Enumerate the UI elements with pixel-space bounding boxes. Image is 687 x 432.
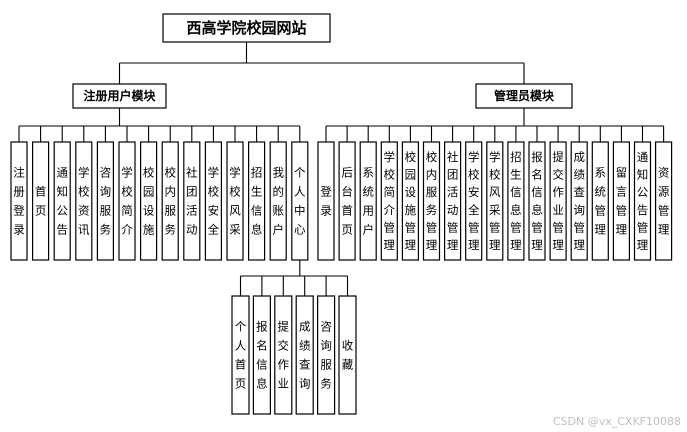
admin-item-label: 系统用户: [362, 166, 374, 237]
user-item-box: [183, 141, 201, 261]
user-item-label: 学校资讯: [78, 166, 90, 237]
personal-item-label: 咨询服务: [320, 320, 332, 391]
admin-item-box: [507, 141, 525, 261]
user-item-label: 校园设施: [143, 166, 155, 237]
user-item-label: 学校安全: [208, 166, 220, 237]
admin-item-box: [359, 141, 377, 261]
user-item-box: [226, 141, 244, 261]
admin-item-box: [654, 141, 673, 261]
user-item-box: [75, 141, 93, 261]
admin-item-box: [528, 141, 546, 261]
admin-module-box: [475, 83, 573, 109]
user-item-label: 学校简介: [121, 166, 133, 237]
user-module-title: 注册用户模块: [83, 88, 156, 103]
personal-item-box: [231, 295, 250, 415]
user-item-label: 社团活动: [186, 166, 198, 237]
personal-item-box: [252, 295, 271, 415]
admin-item-box: [401, 141, 419, 261]
personal-item-box: [295, 295, 314, 415]
admin-item-label: 社团活动管理: [447, 150, 459, 252]
admin-module-title: 管理员模块: [494, 88, 555, 103]
admin-item-label: 招生信息管理: [510, 150, 522, 252]
user-module-box: [72, 83, 167, 109]
personal-item-label: 收藏: [342, 339, 354, 372]
user-item-box: [140, 141, 158, 261]
admin-item-label: 提交作业管理: [552, 150, 564, 252]
user-item-label: 学校风采: [229, 166, 241, 237]
user-item-box: [204, 141, 222, 261]
user-item-label: 咨询服务: [100, 166, 112, 237]
personal-item-box: [274, 295, 293, 415]
admin-item-box: [633, 141, 652, 261]
watermark: CSDN @vx_CXKF10088: [552, 415, 681, 428]
admin-item-box: [591, 141, 609, 261]
personal-item-label: 个人首页: [235, 320, 247, 391]
admin-item-box: [612, 141, 631, 261]
admin-item-label: 登录: [320, 185, 332, 218]
user-item-box: [10, 141, 28, 261]
admin-item-label: 后台首页: [341, 166, 353, 237]
admin-item-label: 校园设施管理: [405, 150, 417, 252]
user-item-box: [269, 141, 287, 261]
user-item-label: 我的账户: [272, 166, 284, 237]
user-item-box: [31, 141, 50, 261]
admin-item-box: [486, 141, 504, 261]
admin-item-box: [570, 141, 588, 261]
admin-item-box: [465, 141, 483, 261]
personal-item-label: 成绩查询: [299, 320, 311, 391]
admin-item-label: 报名信息管理: [531, 150, 543, 252]
user-item-label: 首页: [35, 185, 47, 218]
admin-item-label: 学校简介管理: [384, 150, 396, 252]
user-item-box: [53, 141, 71, 261]
user-item-label: 个人中心: [294, 166, 306, 237]
user-item-box: [248, 141, 266, 261]
personal-item-label: 报名信息: [256, 320, 268, 391]
admin-item-label: 成绩查询管理: [573, 150, 585, 252]
user-item-box: [291, 141, 309, 261]
admin-item-box: [317, 141, 335, 261]
admin-item-label: 校内服务管理: [426, 150, 438, 252]
personal-item-box: [338, 295, 357, 415]
user-item-label: 校内服务: [164, 166, 176, 237]
personal-item-box: [317, 295, 336, 415]
user-item-label: 招生信息: [251, 166, 263, 237]
admin-item-label: 通知公告管理: [637, 150, 649, 252]
admin-item-box: [422, 141, 441, 261]
user-item-label: 注册登录: [13, 166, 25, 237]
admin-item-box: [338, 141, 356, 261]
admin-item-label: 系统管理: [595, 166, 607, 237]
root-title-box: [162, 13, 331, 43]
user-item-box: [161, 141, 179, 261]
admin-item-label: 学校风采管理: [489, 150, 501, 252]
admin-item-label: 学校安全管理: [468, 150, 480, 252]
admin-item-box: [380, 141, 398, 261]
user-item-box: [96, 141, 115, 261]
personal-item-label: 提交作业: [278, 320, 290, 391]
admin-item-label: 留言管理: [616, 166, 628, 237]
connector-lines: [18, 42, 665, 296]
root-title: 西高学院校园网站: [186, 19, 306, 37]
user-item-box: [118, 141, 136, 261]
diagram-boxes: 西高学院校园网站注册用户模块管理员模块注册登录首页通知公告学校资讯咨询服务学校简…: [10, 13, 673, 415]
user-item-label: 通知公告: [56, 166, 68, 237]
admin-item-box: [549, 141, 567, 261]
admin-item-box: [444, 141, 462, 261]
admin-item-label: 资源管理: [658, 166, 670, 237]
